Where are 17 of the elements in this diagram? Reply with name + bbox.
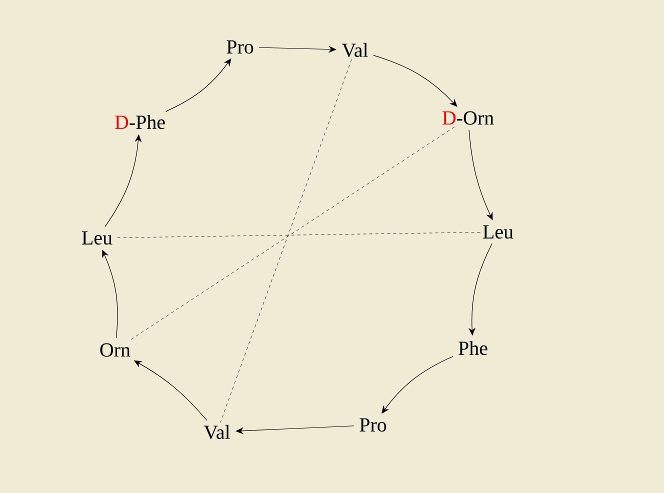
residue-label: Leu [82,231,112,245]
arrow [236,426,354,434]
residue-label: Pro [360,418,386,432]
residue-label: Val [204,424,230,440]
connector-line [114,232,480,238]
arrow [468,130,493,220]
residue-label: Phe [458,340,488,356]
residue-label: Leu [483,225,514,239]
connector-line [220,59,352,423]
residue-label: Orn [100,343,130,357]
connector-line [128,126,455,342]
arrow [373,55,458,107]
residue-label: Val [342,42,368,58]
residue-label: Pro [226,40,254,54]
residue-label: D-Orn [442,111,494,125]
residue-label: D-Phe [115,114,165,130]
arrow [102,250,118,338]
